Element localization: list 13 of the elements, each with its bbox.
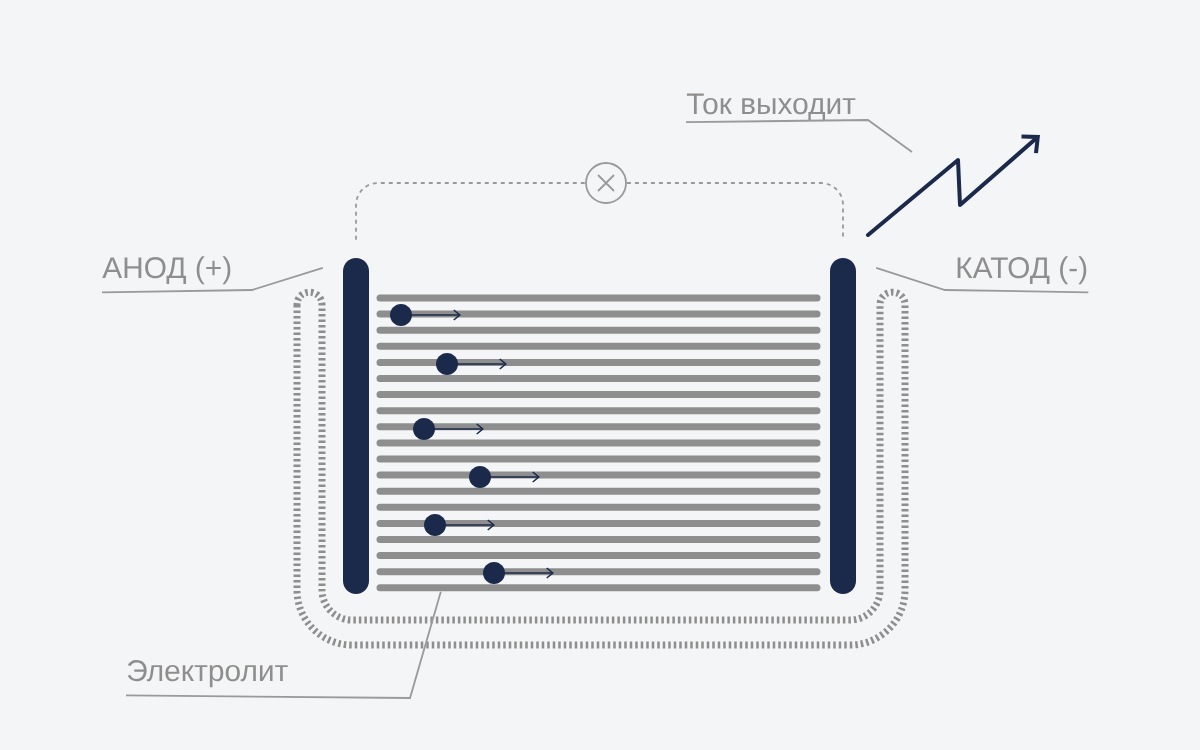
leader-line bbox=[875, 266, 1090, 294]
leader-line bbox=[685, 119, 913, 153]
label-text: АНОД (+) bbox=[102, 256, 231, 285]
electrode-plate bbox=[343, 258, 369, 594]
lamp-symbol bbox=[585, 162, 627, 204]
electrolyte-drawing bbox=[376, 294, 821, 592]
label-text: Электролит bbox=[127, 660, 288, 688]
label-text: Ток выходит bbox=[686, 93, 856, 120]
wire bbox=[355, 182, 586, 241]
leader-line bbox=[125, 590, 442, 699]
leader-line bbox=[101, 266, 324, 294]
label-text: КАТОД (-) bbox=[957, 256, 1087, 285]
electrode-plate bbox=[830, 258, 856, 594]
